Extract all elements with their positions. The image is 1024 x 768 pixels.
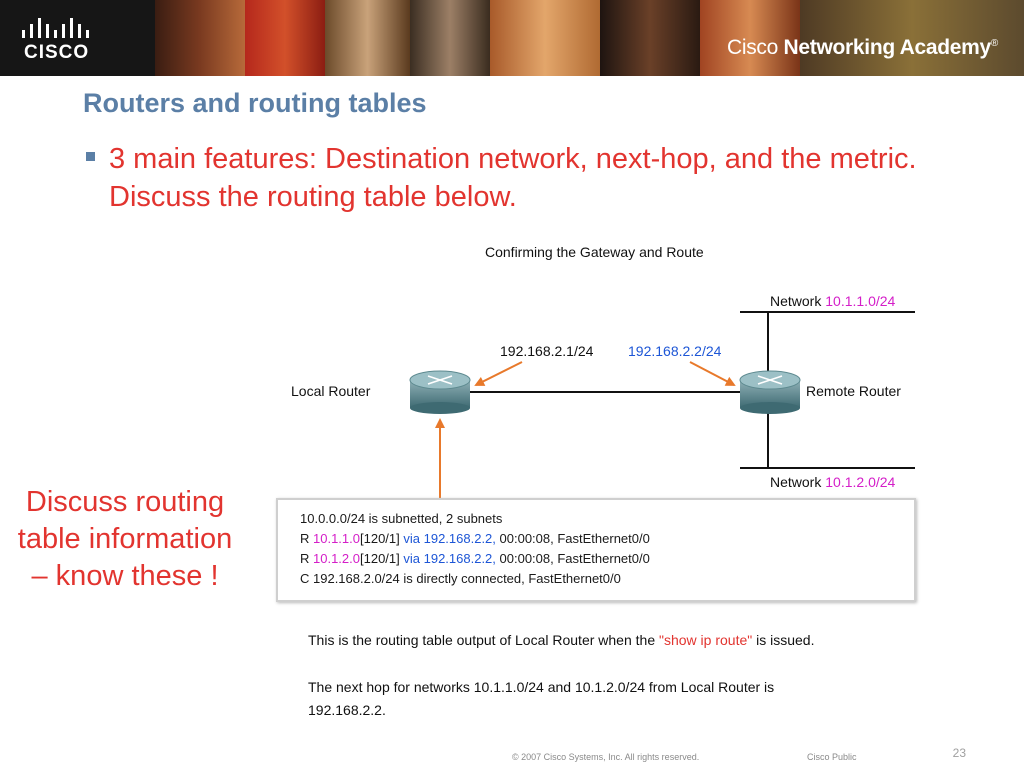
remote-router-icon: [739, 370, 801, 414]
local-ip-arrow: [474, 361, 523, 386]
caption-next-hop-ip: 192.168.2.2.: [308, 702, 386, 718]
banner-photo: [700, 0, 800, 76]
network-top-label: Network 10.1.1.0/24: [770, 293, 896, 309]
caption-text: This is the routing table output of Loca…: [308, 632, 659, 648]
bullet-text: 3 main features: Destination network, ne…: [109, 143, 917, 213]
routing-table-line: 10.0.0.0/24 is subnetted, 2 subnets: [300, 511, 503, 526]
local-router-icon: [409, 370, 471, 414]
slide-title: Routers and routing tables: [83, 88, 427, 118]
routing-table-line: R 10.1.1.0[120/1] via 192.168.2.2, 00:00…: [300, 531, 650, 546]
brand-title: Cisco Networking Academy®: [727, 36, 998, 60]
header-banner: CISCO Cisco Networking Academy®: [0, 0, 1024, 76]
remote-router-label: Remote Router: [806, 383, 901, 399]
routing-table-line: C 192.168.2.0/24 is directly connected, …: [300, 571, 621, 586]
cisco-bridge-icon: [22, 18, 89, 38]
banner-photo: [155, 0, 245, 76]
route-next-hop: via 192.168.2.2,: [403, 531, 496, 546]
route-code: R: [300, 531, 313, 546]
footer-copyright: © 2007 Cisco Systems, Inc. All rights re…: [512, 752, 700, 762]
cisco-logo: CISCO: [0, 0, 155, 76]
brand-name-light: Cisco: [726, 36, 778, 59]
banner-photo: [800, 0, 1024, 76]
routing-table-box: 10.0.0.0/24 is subnetted, 2 subnets R 10…: [276, 498, 916, 602]
route-metric: [120/1]: [360, 551, 404, 566]
caption-show-ip-route: This is the routing table output of Loca…: [308, 632, 814, 648]
banner-photo: [490, 0, 600, 76]
trademark-mark: ®: [990, 38, 998, 49]
remote-ip-arrow: [689, 361, 736, 386]
local-ip-label: 192.168.2.1/24: [500, 343, 594, 359]
routing-table-line: R 10.1.2.0[120/1] via 192.168.2.2, 00:00…: [300, 551, 650, 566]
route-details: 00:00:08, FastEthernet0/0: [495, 531, 650, 546]
banner-photo: [245, 0, 325, 76]
page-number: 23: [952, 746, 966, 760]
square-bullet-icon: [86, 152, 95, 161]
remote-ip-label: 192.168.2.2/24: [628, 343, 722, 359]
diagram-title: Confirming the Gateway and Route: [485, 244, 704, 260]
caption-next-hop: The next hop for networks 10.1.1.0/24 an…: [308, 679, 775, 695]
brand-name-bold: Networking Academy: [778, 36, 992, 59]
local-router-label: Local Router: [291, 383, 371, 399]
route-metric: [120/1]: [360, 531, 404, 546]
banner-photo: [410, 0, 490, 76]
command-text: "show ip route": [659, 632, 753, 648]
footer-classification: Cisco Public: [807, 752, 857, 762]
route-code: R: [300, 551, 313, 566]
cisco-wordmark: CISCO: [24, 42, 90, 63]
route-network: 10.1.2.0: [313, 551, 360, 566]
route-details: 00:00:08, FastEthernet0/0: [495, 551, 650, 566]
side-note: Discuss routing table information – know…: [17, 486, 233, 592]
route-next-hop: via 192.168.2.2,: [403, 551, 496, 566]
caption-text: is issued.: [752, 632, 815, 648]
banner-photo: [325, 0, 410, 76]
network-bottom-label: Network 10.1.2.0/24: [770, 474, 896, 490]
route-network: 10.1.1.0: [313, 531, 360, 546]
banner-photo: [600, 0, 700, 76]
